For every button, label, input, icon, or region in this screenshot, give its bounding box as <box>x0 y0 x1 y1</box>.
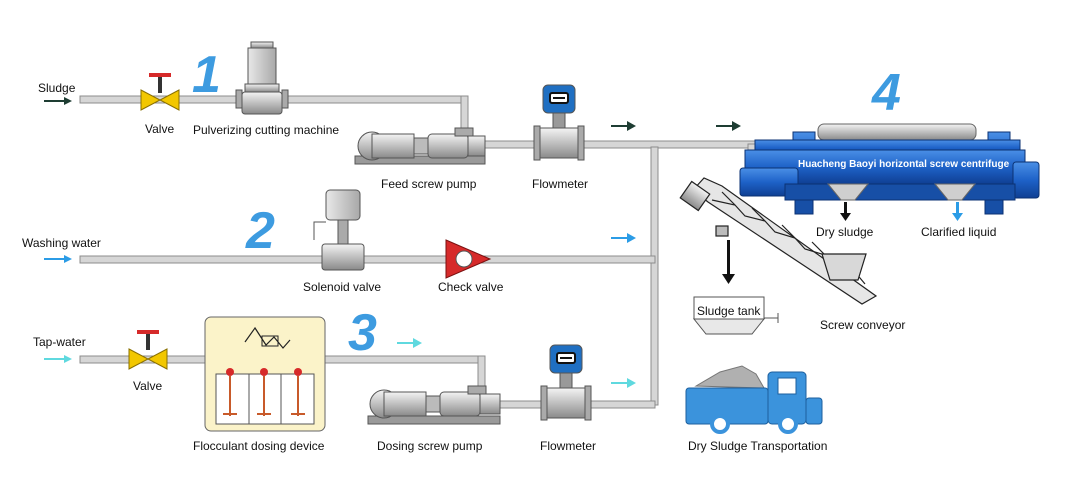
discharge-arrow-icon <box>722 240 735 284</box>
sludge-input-label: Sludge <box>38 81 76 95</box>
solenoid-valve-icon[interactable] <box>313 189 365 271</box>
dosing-pump-icon[interactable] <box>367 385 501 425</box>
valve-top-label: Valve <box>145 122 174 136</box>
flow-arrow-icon <box>611 378 636 388</box>
centrifuge-label: Huacheng Baoyi horizontal screw centrifu… <box>798 159 1010 170</box>
solenoid-valve-label: Solenoid valve <box>303 280 381 294</box>
check-valve-label: Check valve <box>438 280 504 294</box>
pulverizer-label: Pulverizing cutting machine <box>193 123 339 137</box>
flowmeter-icon[interactable] <box>533 84 585 161</box>
check-valve-icon[interactable] <box>445 239 492 279</box>
transport-label: Dry Sludge Transportation <box>688 439 827 453</box>
flocculant-device-label: Flocculant dosing device <box>193 439 325 453</box>
pulverizer-icon[interactable] <box>235 41 289 115</box>
valve-bottom-label: Valve <box>133 379 162 393</box>
flowmeter-icon[interactable] <box>540 344 592 421</box>
sludge-tank-icon[interactable] <box>692 296 779 335</box>
feed-pump-label: Feed screw pump <box>381 177 477 191</box>
flow-arrow-icon <box>611 121 636 131</box>
clarified-liquid-label: Clarified liquid <box>921 225 996 239</box>
truck-icon[interactable] <box>685 365 823 434</box>
flowmeter-bottom-label: Flowmeter <box>540 439 596 453</box>
step-number-1: 1 <box>192 46 221 104</box>
valve-icon[interactable] <box>140 73 180 111</box>
sludge-arrow-icon <box>44 97 72 105</box>
dry-sludge-label: Dry sludge <box>816 225 874 239</box>
screw-conveyor-icon[interactable] <box>679 177 878 305</box>
flowmeter-top-label: Flowmeter <box>532 177 588 191</box>
washing-water-input-label: Washing water <box>22 236 101 250</box>
tap-water-input-label: Tap-water <box>33 335 86 349</box>
screw-conveyor-label: Screw conveyor <box>820 318 905 332</box>
dry-sludge-arrow-icon <box>840 202 851 221</box>
flow-arrow-icon <box>397 338 422 348</box>
dosing-pump-label: Dosing screw pump <box>377 439 483 453</box>
clarified-liquid-arrow-icon <box>952 202 963 221</box>
flocculant-device-icon[interactable] <box>204 316 326 432</box>
valve-icon[interactable] <box>128 330 168 370</box>
flow-arrow-icon <box>611 233 636 243</box>
centrifuge-icon[interactable] <box>739 123 1040 215</box>
sludge-tank-label: Sludge tank <box>697 304 761 318</box>
step-number-2: 2 <box>245 202 275 260</box>
tap-water-arrow-icon <box>44 355 72 363</box>
step-number-4: 4 <box>871 64 901 122</box>
step-number-3: 3 <box>348 304 377 362</box>
feed-pump-icon[interactable] <box>354 127 486 165</box>
flow-arrow-icon <box>716 121 741 131</box>
washing-water-arrow-icon <box>44 255 72 263</box>
